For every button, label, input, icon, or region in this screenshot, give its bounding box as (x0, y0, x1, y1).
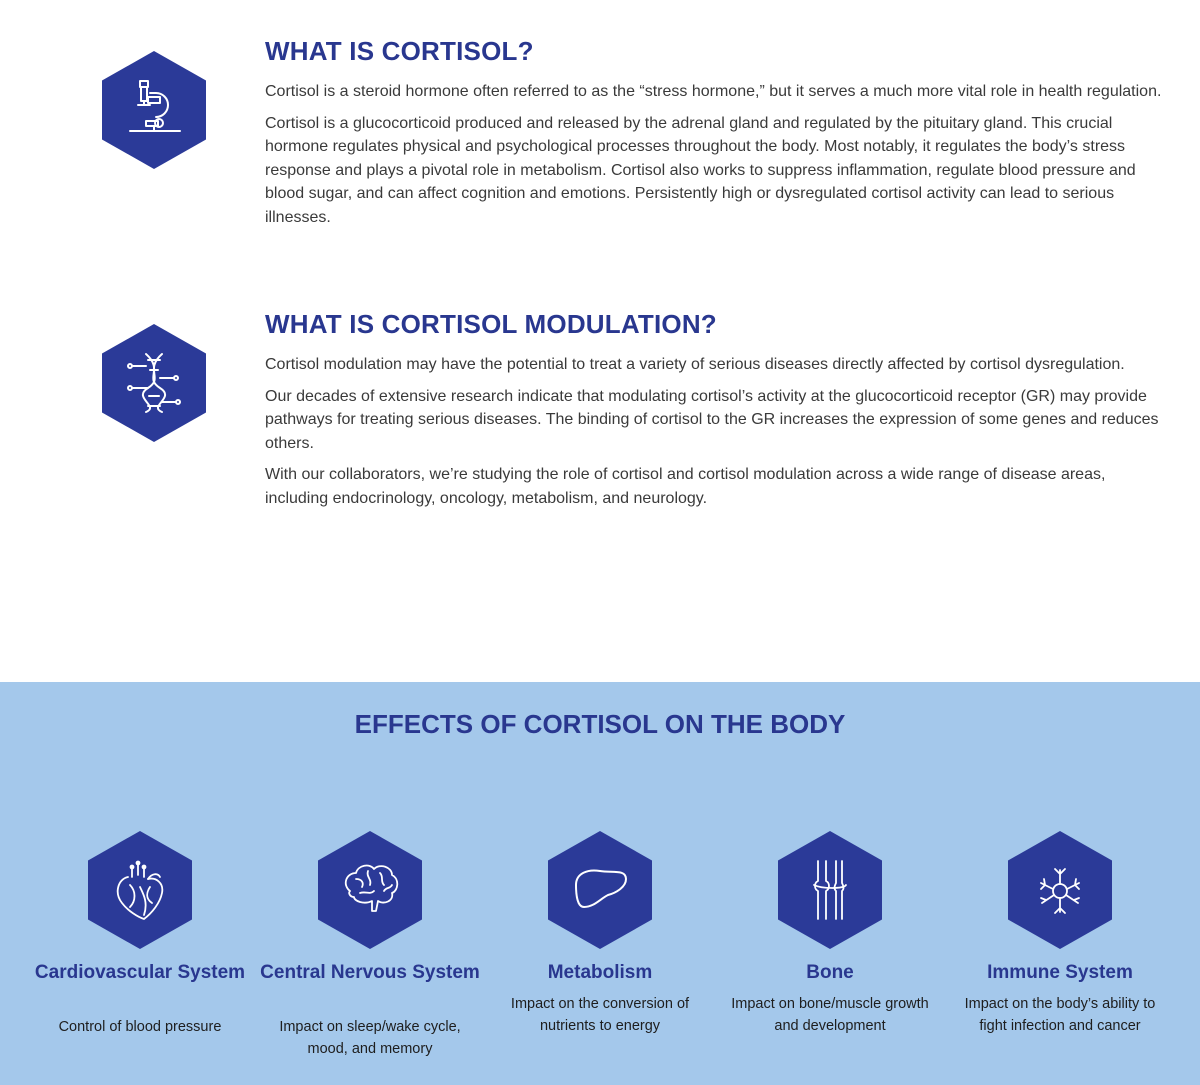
brain-icon (344, 864, 399, 912)
modulation-paragraph-2: Our decades of extensive research indica… (265, 387, 1159, 452)
cortisol-paragraph-1: Cortisol is a steroid hormone often refe… (265, 83, 1162, 100)
modulation-heading: WHAT IS CORTISOL MODULATION? (265, 309, 717, 339)
modulation-section: WHAT IS CORTISOL MODULATION? Cortisol mo… (0, 280, 1200, 580)
bone-icon (813, 860, 847, 920)
modulation-paragraph-3: With our collaborators, we’re studying t… (265, 466, 1106, 507)
effect-name: Immune System (987, 962, 1133, 983)
effect-name: Cardiovascular System (34, 962, 246, 983)
effect-hexagon (1008, 831, 1112, 949)
cortisol-text: WHAT IS CORTISOL? Cortisol is a steroid … (265, 36, 1165, 229)
effect-description: Impact on sleep/wake cycle, mood, and me… (279, 1019, 461, 1057)
effect-name: Metabolism (547, 962, 653, 983)
effect-description: Impact on the body’s ability to fight in… (964, 996, 1156, 1034)
microscope-icon (129, 80, 181, 132)
modulation-paragraph-1: Cortisol modulation may have the potenti… (265, 356, 1125, 373)
effect-description: Control of blood pressure (58, 1019, 222, 1035)
cortisol-section: WHAT IS CORTISOL? Cortisol is a steroid … (0, 0, 1200, 280)
effect-hexagon (548, 831, 652, 949)
effects-heading: EFFECTS OF CORTISOL ON THE BODY (354, 709, 846, 739)
effect-description: Impact on bone/muscle growth and develop… (731, 996, 929, 1034)
effect-hexagon (318, 831, 422, 949)
cortisol-heading: WHAT IS CORTISOL? (265, 36, 534, 66)
effects-section: EFFECTS OF CORTISOL ON THE BODY Cardiova… (0, 682, 1200, 1085)
liver-icon (575, 869, 627, 908)
heart-icon (116, 860, 164, 920)
modulation-hexagon (102, 324, 206, 442)
effect-hexagon (778, 831, 882, 949)
dna-icon (127, 353, 181, 413)
effect-name: Bone (806, 962, 854, 983)
effect-description: Impact on the conversion of nutrients to… (510, 996, 690, 1034)
effect-name: Central Nervous System (260, 962, 480, 983)
cortisol-paragraph-2: Cortisol is a glucocorticoid produced an… (265, 114, 1136, 226)
modulation-text: WHAT IS CORTISOL MODULATION? Cortisol mo… (265, 309, 1165, 510)
immune-cell-icon (1040, 868, 1080, 914)
cortisol-hexagon (102, 51, 206, 169)
effect-hexagon (88, 831, 192, 949)
